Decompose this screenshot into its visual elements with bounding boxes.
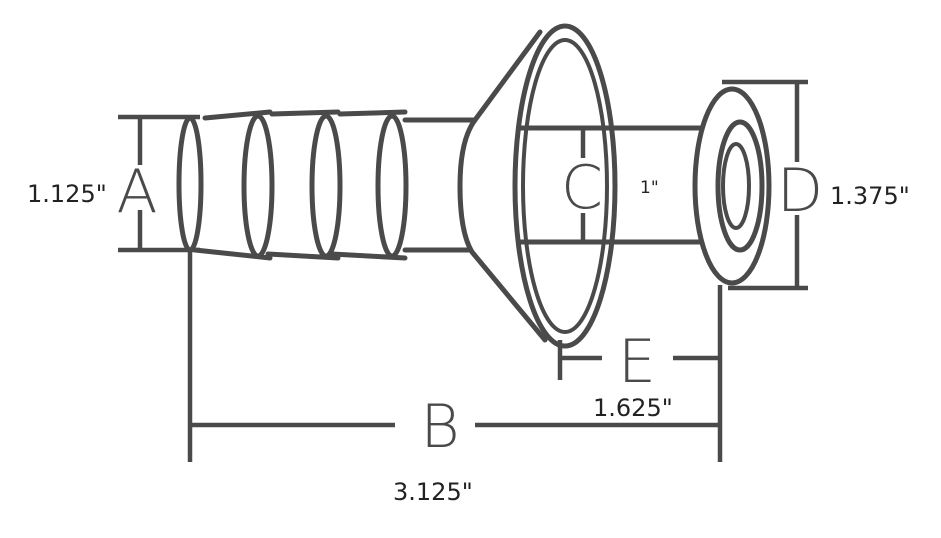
end-flange-mid — [715, 119, 765, 253]
hose-barb-fitting — [176, 23, 772, 349]
barb-3 — [329, 109, 408, 261]
dimension-c: C 1" — [561, 128, 659, 242]
shank — [402, 117, 478, 253]
label-c-letter: C — [561, 153, 603, 223]
barb-ridge-1 — [176, 115, 204, 253]
dimension-b: B 3.125" — [187, 252, 723, 506]
barb-1 — [192, 109, 273, 261]
label-d-value: 1.375" — [830, 182, 910, 210]
label-e-value: 1.625" — [593, 394, 673, 422]
label-c-value: 1" — [640, 178, 659, 198]
label-a-value: 1.125" — [27, 180, 107, 208]
barb-ridge-2 — [241, 113, 275, 259]
dimension-a: A 1.125" — [27, 114, 200, 253]
dimension-e: E 1.625" — [557, 327, 720, 422]
tube-body — [517, 125, 703, 245]
flange-outer — [512, 23, 618, 349]
label-b-letter: B — [420, 392, 459, 462]
label-e-letter: E — [618, 327, 656, 397]
barb-ridge-3 — [309, 113, 343, 259]
flange-inner — [521, 38, 609, 334]
end-flange-outer — [692, 86, 772, 286]
label-b-value: 3.125" — [393, 478, 473, 506]
barb-2 — [265, 109, 341, 261]
dimension-d: D 1.375" — [722, 79, 910, 291]
end-flange-bore — [721, 142, 751, 230]
label-d-letter: D — [777, 156, 823, 226]
cone-flare — [457, 29, 548, 343]
barb-ridge-4 — [375, 113, 409, 259]
label-a-letter: A — [116, 157, 157, 227]
